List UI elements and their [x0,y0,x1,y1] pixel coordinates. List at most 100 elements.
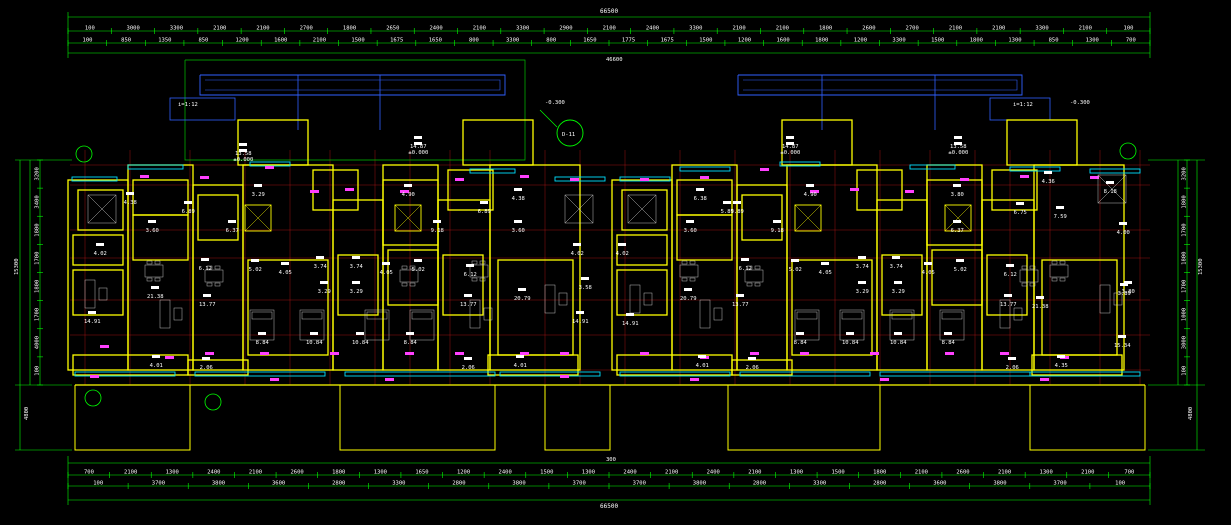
left-dim-3: 1700 [35,252,41,265]
bottom-dim2-16: 3700 [1053,481,1066,487]
area-label-l2: 20.79 [514,296,531,302]
top-dim-2: 3300 [170,26,183,32]
top-dim-19: 2700 [906,26,919,32]
area-label-t8: 9.18 [771,228,784,234]
entrance-outlines [169,59,1051,161]
area-label-b4: 10.84 [306,340,323,346]
top-dim-15: 2100 [732,26,745,32]
bottom-dim-23: 1300 [1040,470,1053,476]
top-dim2-8: 1675 [390,38,403,44]
area-label-k9: 4.90 [804,192,817,198]
area-label-k14: 7.59 [1054,214,1067,220]
area-label-b1: 14.91 [84,319,101,325]
bottom-dim2-2: 3800 [212,481,225,487]
area-label-s4: 3.29 [350,289,363,295]
area-label-s11: 2.06 [1006,365,1019,371]
room-area-labels: 13.58±0.00014.87±0.00014.87±0.00013.58±0… [84,136,1135,371]
area-label-a1: 13.58 [235,151,252,157]
top-dim-21: 2100 [992,26,1005,32]
area-label-k2: 6.89 [182,209,195,215]
overall-width-bottom: 66500 [600,503,618,510]
top-dim2-18: 1600 [776,38,789,44]
area-label-m8: 6.12 [464,272,477,278]
area-label-l1: 21.38 [147,294,164,300]
right-dim-0: 3200 [1182,167,1188,180]
top-dim2-14: 1775 [622,38,635,44]
area-label-m16: 5.02 [954,267,967,273]
area-label-k7: 5.89 [721,209,734,215]
top-dim2-2: 1350 [158,38,171,44]
top-dim2-4: 1200 [235,38,248,44]
top-dim-7: 2650 [386,26,399,32]
area-label-a1b: ±0.000 [233,157,253,163]
area-label-k3: 3.29 [252,192,265,198]
area-label-b8: 14.91 [572,319,589,325]
bottom-dim-21: 2600 [956,470,969,476]
bottom-dim-4: 2100 [249,470,262,476]
bottom-dim2-12: 3300 [813,481,826,487]
top-dim-4: 2100 [256,26,269,32]
top-dim2-24: 1300 [1008,38,1021,44]
bottom-dim-0: 700 [84,470,94,476]
top-dim2-19: 1800 [815,38,828,44]
area-label-s3: 3.29 [318,289,331,295]
top-dim-1: 3000 [127,26,140,32]
right-dim-1: 1800 [1182,195,1188,208]
bottom-dim-25: 700 [1124,470,1134,476]
building-walls [67,119,1146,451]
top-dim-18: 2600 [862,26,875,32]
area-label-k1: 4.38 [124,200,137,206]
area-label-b16: 15.34 [1114,343,1131,349]
top-dim-5: 2700 [300,26,313,32]
bottom-dim-19: 1800 [873,470,886,476]
area-label-t9: 6.37 [951,228,964,234]
bottom-dim-18: 1500 [831,470,844,476]
top-dim2-0: 100 [83,38,93,44]
left-dim-4: 1800 [35,280,41,293]
area-label-k5: 4.38 [512,196,525,202]
area-label-b14: 8.84 [942,340,956,346]
level-label-right: -0.300 [1070,100,1090,106]
area-label-k13: 8.18 [1104,189,1117,195]
area-label-t5: 4.02 [94,251,107,257]
axis-bubbles [75,142,1137,411]
top-dim2-26: 1300 [1086,38,1099,44]
top-dim2-10: 800 [469,38,479,44]
bottom-dim2-8: 3700 [573,481,586,487]
left-dim-7: 100 [35,366,41,376]
bottom-dim2-11: 2800 [753,481,766,487]
bottom-dim-20: 2100 [915,470,928,476]
area-label-s1: 4.01 [150,363,163,369]
top-dim2-27: 700 [1126,38,1136,44]
top-dim2-20: 1200 [854,38,867,44]
top-dim-6: 1800 [343,26,356,32]
overall-width-top: 66500 [600,8,618,15]
area-label-m9: 3.58 [579,285,592,291]
bottom-dim-11: 1500 [540,470,553,476]
furniture [84,174,1127,341]
bottom-dim2-14: 3600 [933,481,946,487]
bottom-dim-10: 2400 [499,470,512,476]
windows [71,161,1141,377]
area-label-b12: 10.84 [842,340,859,346]
area-label-b15: 13.77 [1000,302,1017,308]
area-label-s10: 3.29 [892,289,905,295]
area-label-l4: 21.38 [1032,304,1049,310]
top-dim2-12: 800 [546,38,556,44]
area-label-t4: 3.60 [512,228,525,234]
right-dim-5: 1000 [1182,308,1188,321]
area-label-a2: 14.87 [410,144,427,150]
area-label-s5: 2.06 [462,365,475,371]
area-label-t6: 4.02 [571,251,584,257]
area-label-m12: 4.05 [819,270,832,276]
top-dim2-17: 1200 [738,38,751,44]
bottom-dim2-15: 3800 [993,481,1006,487]
right-dim-7: 100 [1182,366,1188,376]
area-label-k8: 6.38 [694,196,707,202]
